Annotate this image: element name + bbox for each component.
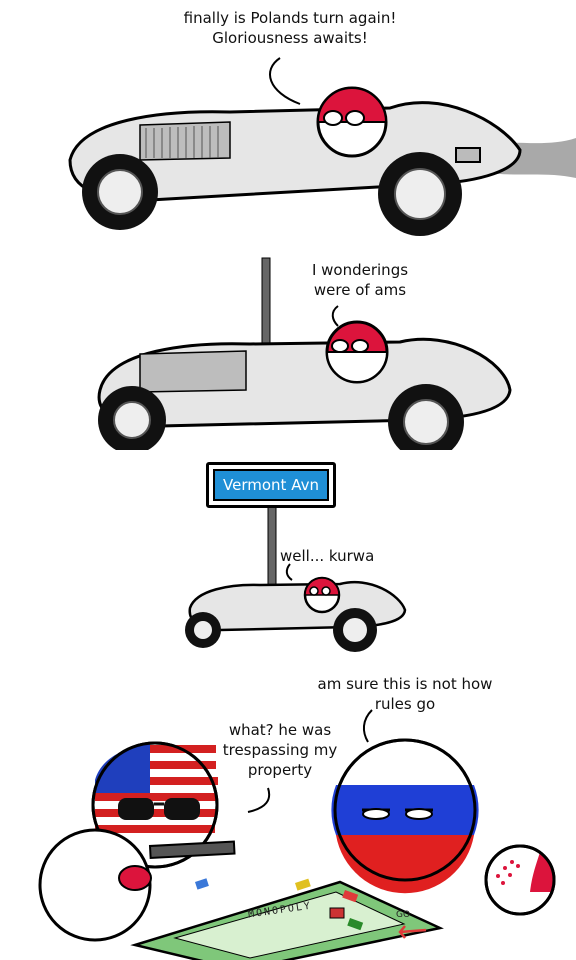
panel-3-vermont: Vermont Avn well... kurwa xyxy=(0,450,576,670)
race-car-illustration-3 xyxy=(185,503,407,652)
monopoly-go-label: GO xyxy=(396,910,411,920)
panel-1-race-car: finally is Polands turn again! Gloriousn… xyxy=(0,0,576,250)
usa-speech-bubble: what? he was trespassing my property xyxy=(222,721,338,779)
race-car-illustration-2 xyxy=(97,257,512,450)
vermont-sign-label: Vermont Avn xyxy=(213,469,329,501)
russia-speech-bubble: am sure this is not how rules go xyxy=(317,675,493,713)
race-car-illustration-1 xyxy=(68,57,576,236)
poland-speech-bubble-3: well... kurwa xyxy=(280,547,375,565)
monopoly-scene-illustration xyxy=(38,709,556,960)
panel-4-monopoly: am sure this is not how rules go what? h… xyxy=(0,670,576,960)
panel-2-race-car: I wonderings were of ams xyxy=(0,250,576,450)
poland-speech-bubble-1: finally is Polands turn again! Gloriousn… xyxy=(183,9,397,47)
poland-speech-bubble-2: I wonderings were of ams xyxy=(311,261,409,299)
vermont-avenue-sign: Vermont Avn xyxy=(206,462,336,508)
